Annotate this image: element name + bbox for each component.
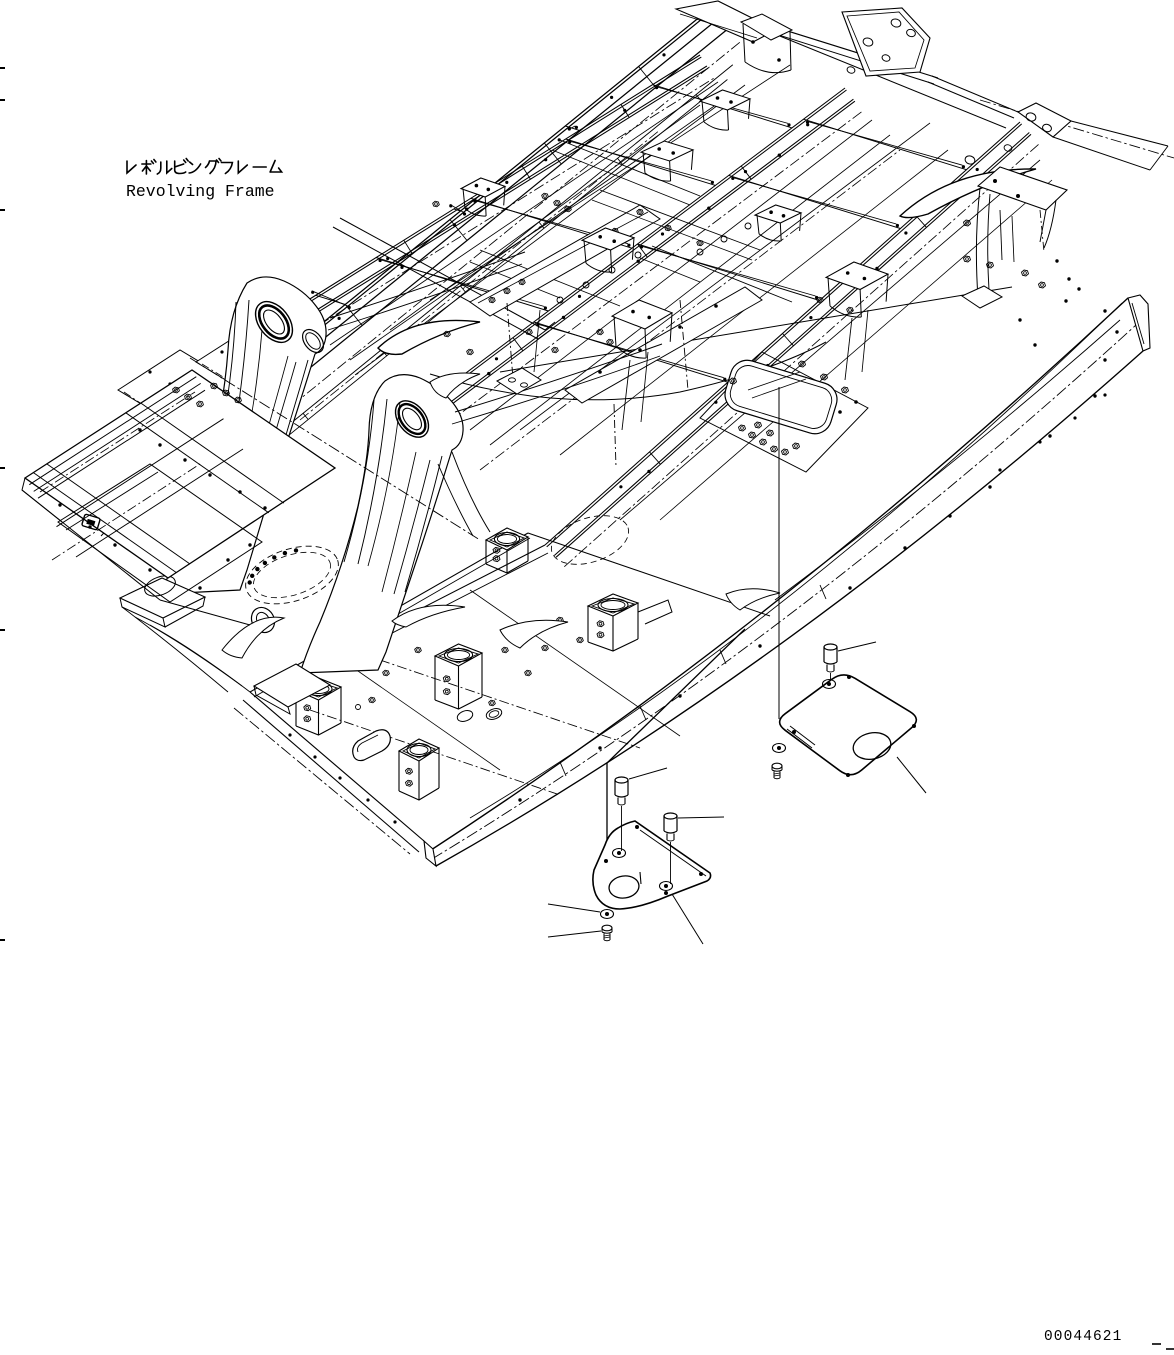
svg-text:00044621: 00044621 — [1044, 1329, 1122, 1345]
svg-text:Revolving Frame: Revolving Frame — [126, 182, 275, 201]
